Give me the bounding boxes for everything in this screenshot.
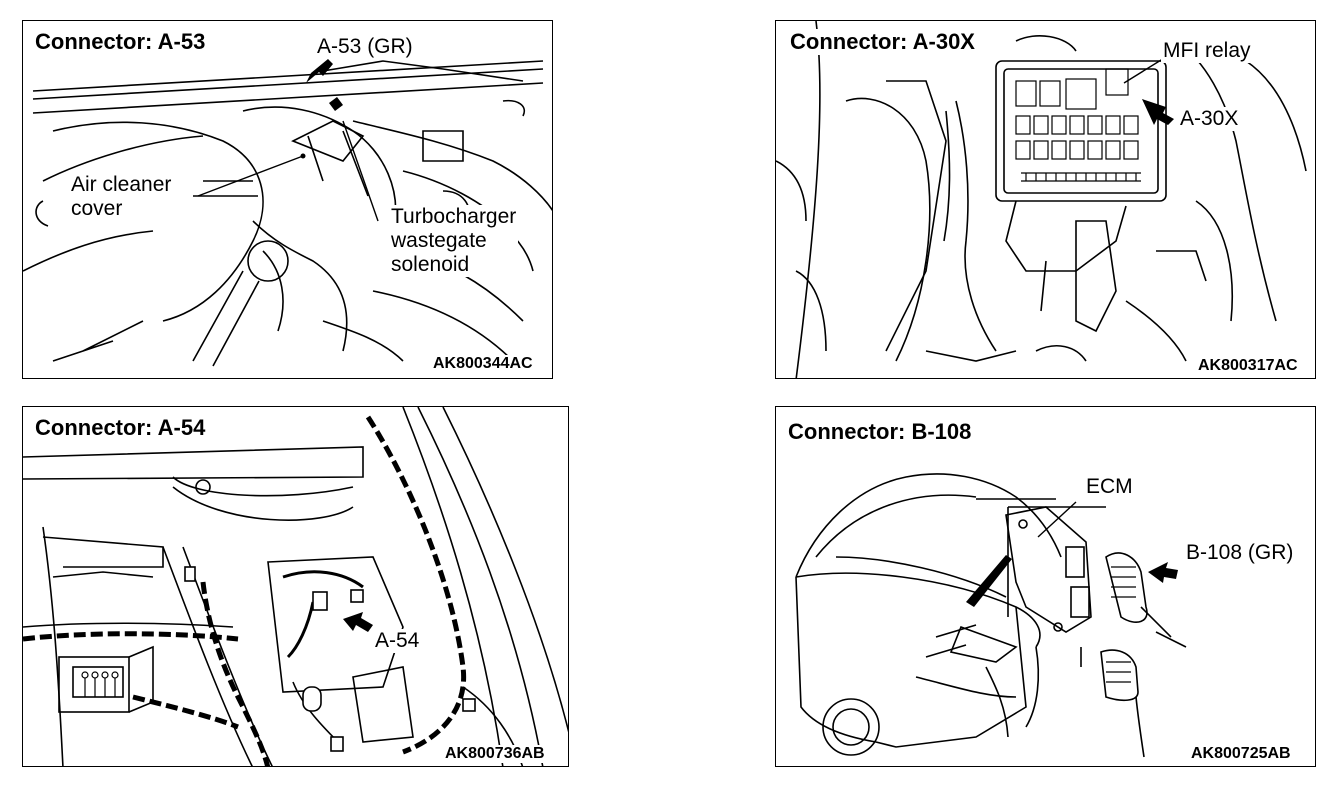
harness-illustration-a54	[23, 407, 568, 766]
figure-code: AK800736AB	[443, 745, 547, 763]
label-ecm: ECM	[1084, 475, 1135, 499]
engine-bay-illustration-a53	[23, 59, 552, 367]
panel-title: Connector: B-108	[786, 419, 974, 445]
figure-code: AK800317AC	[1196, 357, 1300, 375]
label-mfi-relay: MFI relay	[1161, 39, 1253, 63]
panel-connector-a53: Connector: A-53 A-53 (GR) Air cleaner co…	[22, 20, 553, 379]
callout-a53-gr: A-53 (GR)	[315, 35, 415, 59]
panel-title: Connector: A-30X	[788, 29, 977, 55]
label-turbocharger-solenoid: Turbocharger wastegate solenoid	[389, 205, 519, 277]
panel-connector-b108: Connector: B-108 ECM B-108 (GR) AK800725…	[775, 406, 1316, 767]
panel-connector-a30x: Connector: A-30X MFI relay A-30X AK80031…	[775, 20, 1316, 379]
relay-box-illustration	[776, 21, 1307, 378]
vehicle-ecm-illustration	[795, 473, 1187, 758]
label-line: Air cleaner	[69, 173, 174, 197]
label-line: solenoid	[389, 253, 519, 277]
label-line: cover	[69, 197, 174, 221]
panel-title: Connector: A-54	[33, 415, 208, 441]
panel-connector-a54: Connector: A-54 A-54 AK800736AB	[22, 406, 569, 767]
figure-code: AK800344AC	[431, 355, 535, 373]
callout-b108-gr: B-108 (GR)	[1184, 541, 1296, 565]
callout-a54: A-54	[373, 629, 422, 653]
panel-title: Connector: A-53	[33, 29, 208, 55]
label-line: Turbocharger	[389, 205, 519, 229]
label-air-cleaner-cover: Air cleaner cover	[69, 173, 174, 221]
figure-code: AK800725AB	[1189, 745, 1293, 763]
callout-a30x: A-30X	[1178, 107, 1241, 131]
label-line: wastegate	[389, 229, 519, 253]
